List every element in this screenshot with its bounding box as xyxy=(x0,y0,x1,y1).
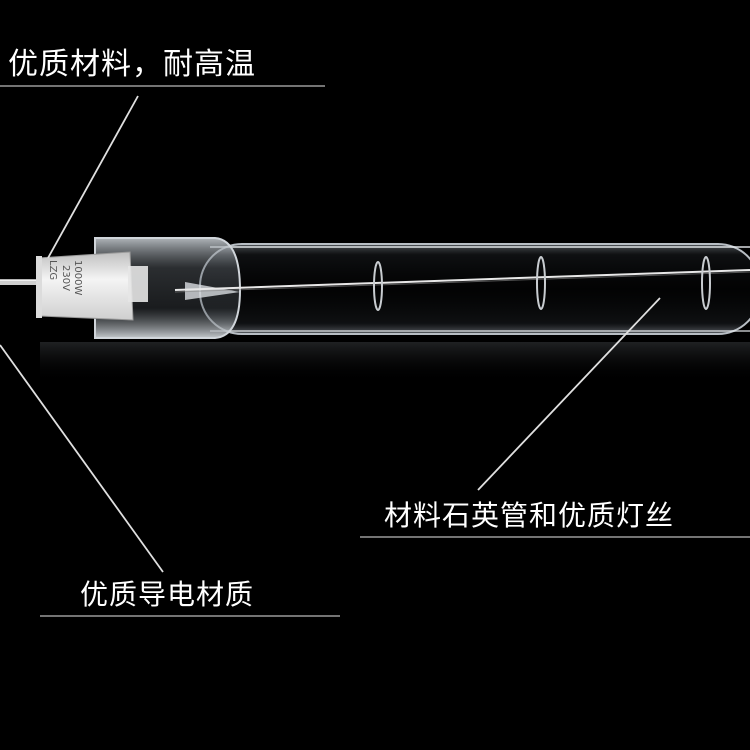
callout-top-label: 优质材料，耐高温 xyxy=(8,47,256,82)
lamp-marking-model: LZG xyxy=(47,260,58,281)
callout-right-leader xyxy=(477,297,661,491)
lead-wire xyxy=(0,280,40,285)
callout-bottom-label: 优质导电材质 xyxy=(80,578,255,611)
filament-support-1 xyxy=(373,261,383,311)
filament-support-3 xyxy=(701,256,711,310)
filament-support-2 xyxy=(536,256,546,310)
filament-shadow xyxy=(174,271,750,293)
lamp-marking-wattage: 1000W xyxy=(72,260,83,296)
callout-bottom-leader xyxy=(0,344,164,573)
cap-inner-tab xyxy=(128,266,148,302)
filament xyxy=(174,269,750,291)
lead-wire-highlight xyxy=(0,279,40,281)
callout-top-leader xyxy=(47,95,139,259)
lamp-marking-voltage: 230V xyxy=(60,265,71,291)
lamp-reflection xyxy=(40,342,750,382)
cap-rim xyxy=(36,256,42,318)
quartz-tube xyxy=(199,243,750,335)
callout-right-label: 材料石英管和优质灯丝 xyxy=(384,499,675,532)
